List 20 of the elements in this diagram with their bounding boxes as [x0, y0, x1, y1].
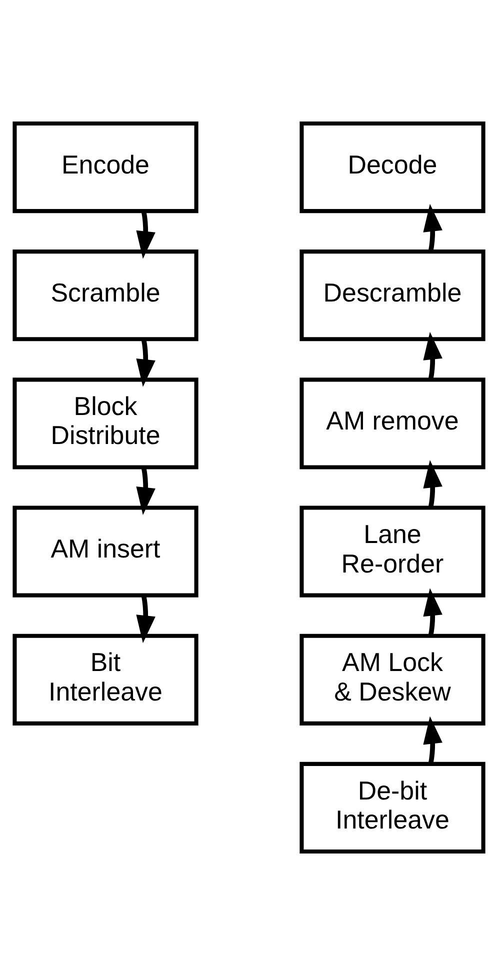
arrow	[423, 588, 442, 636]
node-box: Bit Interleave	[12, 633, 198, 725]
node-box: Encode	[12, 120, 198, 213]
node-box: De-bit Interleave	[300, 761, 486, 854]
node-box: Descramble	[300, 249, 486, 341]
arrow	[136, 594, 156, 643]
node-box: AM insert	[12, 505, 198, 597]
arrow	[136, 338, 156, 386]
node-box: Lane Re-order	[300, 505, 486, 597]
node-box: AM Lock & Deskew	[300, 633, 486, 725]
node-box: AM remove	[300, 377, 486, 469]
node-box: Decode	[300, 120, 486, 213]
arrow	[423, 716, 442, 764]
arrow	[423, 203, 442, 252]
arrow	[423, 460, 442, 508]
arrow	[136, 210, 156, 258]
arrow	[136, 466, 156, 515]
node-box: Scramble	[12, 249, 198, 341]
node-box: Block Distribute	[12, 377, 198, 469]
arrow	[423, 331, 442, 380]
